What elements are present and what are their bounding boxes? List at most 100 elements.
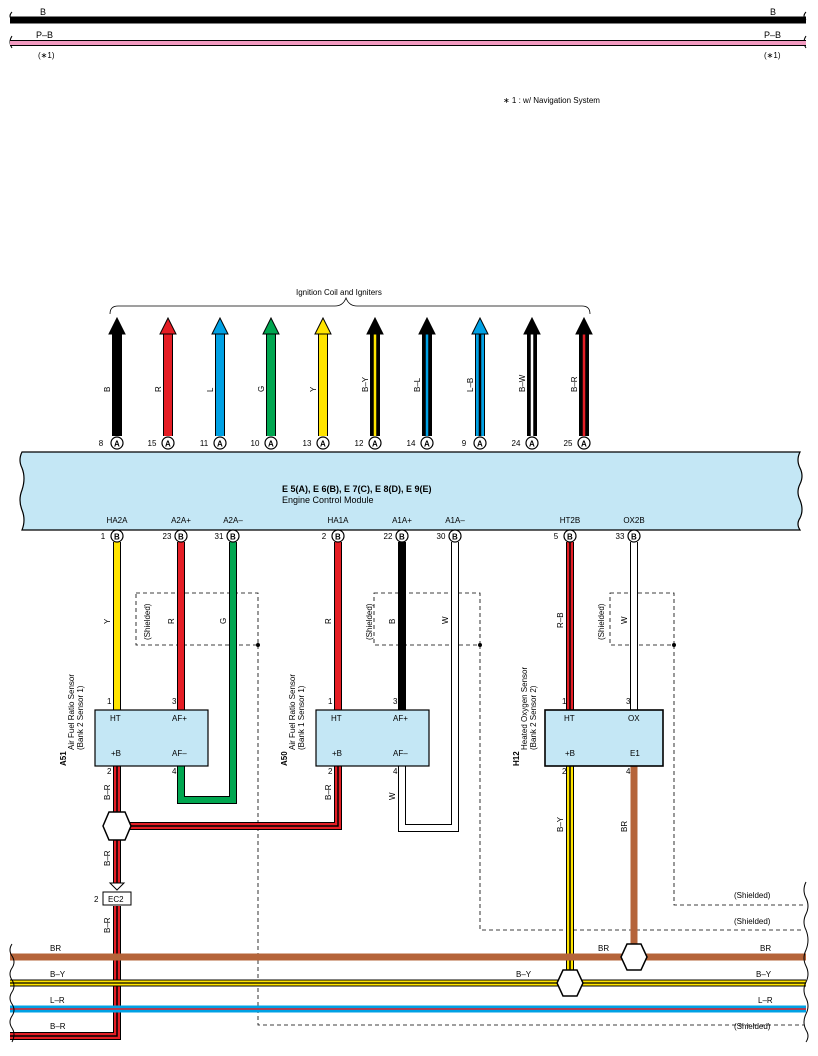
ign-conn-2: A — [165, 440, 171, 449]
bus-br-mid: BR — [598, 944, 609, 953]
a50-tr: AF+ — [393, 714, 408, 723]
ign-conn-8: A — [477, 440, 483, 449]
ign-pin-circle-4 — [264, 436, 278, 450]
ign-pin-circle-5 — [316, 436, 330, 450]
h12-pin-tl: 1 — [562, 697, 567, 706]
wire-a50-br — [130, 766, 339, 827]
h12-position: (Bank 2 Sensor 2) — [529, 685, 538, 750]
wire-ec2-br — [10, 906, 118, 1037]
ign-color-label-5: Y — [309, 386, 318, 392]
top-black-label-right: B — [770, 7, 776, 17]
ecm-body — [19, 451, 803, 531]
ecm-conn-1: B — [114, 533, 120, 542]
shield-dot-a50 — [478, 643, 482, 647]
shield-drain-a50 — [479, 645, 804, 931]
ecm-conn-6: B — [452, 533, 458, 542]
ignition-brace — [109, 296, 591, 315]
ign-conn-4: A — [268, 440, 274, 449]
label-a50-w-lower: W — [388, 792, 397, 800]
shielded-bottom-1: (Shielded) — [734, 891, 771, 900]
top-black-label-left: B — [40, 7, 46, 17]
ign-color-label-2: R — [154, 386, 163, 392]
footnote: ∗ 1 : w/ Navigation System — [503, 96, 600, 105]
wire-a51-g — [178, 542, 236, 803]
label-a51-br: B–R — [103, 784, 112, 800]
ign-pin-circle-7 — [420, 436, 434, 450]
label-a51-g: G — [219, 618, 228, 624]
ignition-wires: BA8IGT1RA15IGT2LA11IGT3GA10IGT4YA13IGT5B… — [99, 316, 593, 464]
label-a51-y: Y — [103, 618, 112, 624]
a51-bl: +B — [111, 749, 121, 758]
ec2-label: EC2 — [108, 895, 124, 904]
ecm-conn-4: B — [335, 533, 341, 542]
wire-labels: Y R G R B W R–B W B–R B–R W B–Y BR B–R B… — [103, 612, 629, 933]
ecm-bottom-pins: HA2AB1A2A+B23A2A–B31HA1AB2A1A+B22A1A–B30… — [101, 516, 645, 543]
h12-code: H12 — [512, 751, 521, 766]
a51-name: Air Fuel Ratio Sensor — [67, 674, 76, 750]
ecm-codes: E 5(A), E 6(B), E 7(C), E 8(D), E 9(E) — [282, 484, 432, 494]
shield-drain-h12 — [673, 645, 804, 906]
ecm-signal-7: HT2B — [560, 516, 580, 525]
ign-pin-2: 15 — [148, 439, 157, 448]
a51-br: AF– — [172, 749, 187, 758]
shield-label-h12: (Shielded) — [597, 603, 606, 640]
ecm-pin-8: 33 — [616, 532, 625, 541]
a50-tl: HT — [331, 714, 342, 723]
ign-pin-circle-3 — [213, 436, 227, 450]
ecm-signal-8: OX2B — [623, 516, 644, 525]
top-wires: B B P–B P–B (∗1) (∗1) — [9, 7, 807, 60]
h12-bl: +B — [565, 749, 575, 758]
label-a50-w: W — [441, 616, 450, 624]
a50-position: (Bank 1 Sensor 1) — [297, 685, 306, 750]
splice-a — [102, 811, 132, 841]
ign-arrow-5 — [314, 316, 332, 335]
ign-pin-6: 12 — [355, 439, 364, 448]
ecm-pin-1: 1 — [101, 532, 106, 541]
splice-by — [556, 969, 584, 997]
sensor-wires — [113, 542, 638, 832]
ign-conn-6: A — [372, 440, 378, 449]
splice-br — [620, 943, 648, 971]
ign-pin-circle-10 — [577, 436, 591, 450]
ign-pin-4: 10 — [251, 439, 260, 448]
ecm-pin-circle-3 — [226, 529, 240, 543]
a51-position: (Bank 2 Sensor 1) — [76, 685, 85, 750]
ecm-pin-circle-6 — [448, 529, 462, 543]
bus-lr-left: L–R — [50, 996, 65, 1005]
wire-a50-w — [399, 542, 458, 831]
ign-conn-7: A — [424, 440, 430, 449]
ign-conn-3: A — [217, 440, 223, 449]
ecm-pin-7: 5 — [554, 532, 559, 541]
ecm-conn-7: B — [567, 533, 573, 542]
label-a50-r: R — [324, 618, 333, 624]
shield-outlines — [135, 592, 804, 1026]
ign-arrow-6 — [366, 316, 384, 335]
top-pink-note-left: (∗1) — [38, 51, 55, 60]
ecm-signal-5: A1A+ — [392, 516, 412, 525]
ecm-signal-4: HA1A — [328, 516, 350, 525]
top-pink-label-right: P–B — [764, 30, 781, 40]
shielded-bottom-3: (Shielded) — [734, 1022, 771, 1031]
h12-pin-bl: 2 — [562, 767, 567, 776]
shield-label-a50: (Shielded) — [365, 603, 374, 640]
ign-pin-9: 24 — [512, 439, 521, 448]
ign-color-label-9: B–W — [518, 374, 527, 392]
a51-pin-tl: 1 — [107, 697, 112, 706]
ign-arrow-9 — [523, 316, 541, 335]
a51-tr: AF+ — [172, 714, 187, 723]
ign-pin-10: 25 — [564, 439, 573, 448]
label-ec2-br: B–R — [103, 917, 112, 933]
bus-br2-left: B–R — [50, 1022, 66, 1031]
ecm-pin-5: 22 — [384, 532, 393, 541]
label-h12-by: B–Y — [556, 816, 565, 832]
ecm-pin-3: 31 — [215, 532, 224, 541]
a50-code: A50 — [280, 751, 289, 766]
ign-conn-5: A — [320, 440, 326, 449]
shield-box-a51 — [135, 592, 259, 646]
ign-color-label-3: L — [206, 387, 215, 392]
ecm-pin-circle-8 — [627, 529, 641, 543]
ecm-pin-circle-5 — [395, 529, 409, 543]
label-h12-br: BR — [620, 821, 629, 832]
ign-arrow-7 — [418, 316, 436, 335]
